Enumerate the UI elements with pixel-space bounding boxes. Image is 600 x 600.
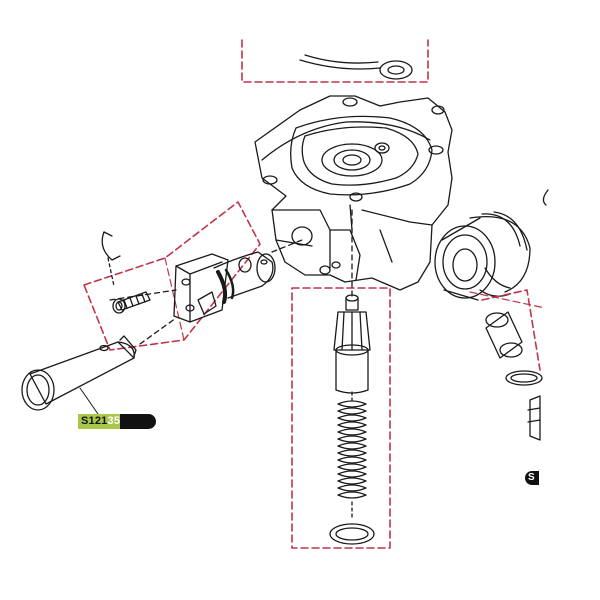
valve-group-box xyxy=(291,287,391,549)
pump-manifold-housing xyxy=(254,95,453,291)
valve-o-ring xyxy=(329,523,375,545)
part-number-label: S12135 xyxy=(78,414,156,429)
outlet-port xyxy=(434,189,549,301)
part-number-text: S12135 xyxy=(81,414,120,429)
unloader-group-box xyxy=(83,201,261,351)
valve-spring xyxy=(337,391,367,521)
label-highlight xyxy=(78,414,120,429)
valve-poppet xyxy=(333,294,371,394)
right-o-ring xyxy=(505,370,543,386)
part-leader-line xyxy=(79,387,99,415)
part-number-suffix: 35 xyxy=(107,415,121,427)
piston-sleeve xyxy=(21,335,137,411)
part-number-prefix: S121 xyxy=(81,415,108,427)
top-gasket xyxy=(299,54,413,80)
top-group-box xyxy=(241,39,429,83)
right-group-box xyxy=(481,289,541,371)
retaining-screw xyxy=(112,291,151,314)
right-sleeve xyxy=(485,311,523,359)
unloader-valve-body xyxy=(173,251,276,323)
right-fitting xyxy=(527,395,541,441)
retaining-clip xyxy=(101,231,121,287)
edge-part-label: S xyxy=(525,471,539,485)
